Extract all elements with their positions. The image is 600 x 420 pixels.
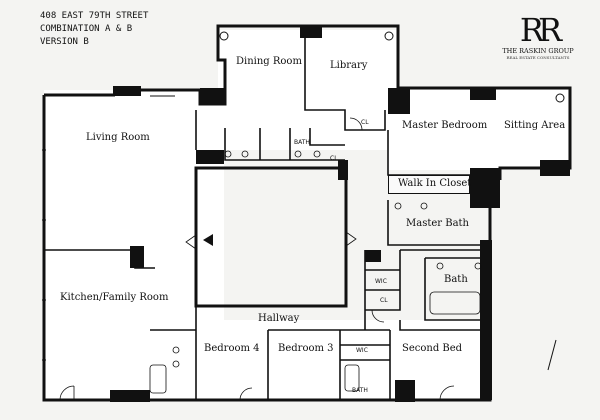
room-master-bath: Master Bath <box>406 218 469 229</box>
room-kitchen-family-room: Kitchen/Family Room <box>60 292 169 303</box>
round-columns <box>219 31 565 103</box>
room-second-bed: Second Bed <box>402 343 463 354</box>
address-text: 408 EAST 79TH STREET <box>40 11 149 21</box>
wall-bedroom3-wic <box>340 344 390 361</box>
column <box>470 88 496 100</box>
column <box>388 88 410 114</box>
round-column <box>384 31 394 41</box>
sink <box>420 202 428 210</box>
wall-wic-west <box>364 250 401 330</box>
plan-header: 408 EAST 79TH STREET COMBINATION A & B V… <box>40 10 148 49</box>
column <box>110 390 150 402</box>
room-hallway: Hallway <box>258 313 300 324</box>
north-arrow-icon <box>547 339 557 371</box>
round-column <box>555 93 565 103</box>
sink <box>394 202 402 210</box>
bathtub <box>429 291 481 315</box>
toilet <box>294 150 302 158</box>
window-marks <box>42 149 46 361</box>
version-text: VERSION B <box>40 37 89 47</box>
column <box>540 160 570 176</box>
column <box>395 380 415 402</box>
north-wing-floor <box>218 30 398 150</box>
combination-text: COMBINATION A & B <box>40 24 133 34</box>
column <box>130 246 144 268</box>
door-swing <box>345 231 357 247</box>
room-living-room: Living Room <box>86 132 150 143</box>
column <box>200 88 226 104</box>
entry-arrow-icon <box>203 234 213 246</box>
room-library: Library <box>330 60 368 71</box>
column <box>338 160 348 180</box>
toilet <box>224 150 232 158</box>
bathtub <box>149 364 167 394</box>
sink <box>172 360 180 368</box>
column <box>196 150 224 164</box>
bathtub <box>344 364 360 392</box>
column <box>113 86 141 96</box>
structural-columns <box>110 26 570 402</box>
sink <box>474 262 482 270</box>
walk-in-closet-box <box>388 175 470 194</box>
interior-walls <box>44 30 490 400</box>
door-swing <box>59 385 75 401</box>
logo-company-name: THE RASKIN GROUP <box>502 47 574 55</box>
room-walk-in-closet: Walk In Closet <box>398 178 472 189</box>
column <box>480 240 492 400</box>
master-wing-floor <box>388 90 568 170</box>
door-swing <box>349 117 363 131</box>
door-swing <box>439 385 455 401</box>
column <box>470 168 500 208</box>
window-marks <box>150 87 560 97</box>
wall-central-baths <box>224 128 345 161</box>
company-logo: RR THE RASKIN GROUP REAL ESTATE CONSULTA… <box>498 14 578 60</box>
room-bedroom-3: Bedroom 3 <box>278 343 334 354</box>
room-sitting-area: Sitting Area <box>504 120 566 131</box>
column <box>365 250 381 262</box>
door-swing <box>185 234 197 250</box>
logo-mark: RR <box>519 11 562 49</box>
wall-bedrooms <box>150 329 390 400</box>
wall-bath-east <box>399 249 490 331</box>
label-closet-library: CL <box>361 119 369 126</box>
door-swings <box>59 117 455 401</box>
south-wing-floor <box>150 320 490 400</box>
sink <box>172 346 180 354</box>
toilet <box>313 150 321 158</box>
toilet <box>241 150 249 158</box>
door-swing <box>371 309 385 323</box>
room-dining-room: Dining Room <box>236 56 302 67</box>
label-closet-hall: CL <box>330 155 338 162</box>
sink <box>436 262 444 270</box>
north-arrow-shaft <box>547 339 557 371</box>
bath-fixtures <box>149 150 482 394</box>
label-bath-bedroom3: BATH <box>352 387 368 394</box>
door-swing <box>239 387 253 401</box>
wall-dining-library <box>304 30 386 131</box>
label-wic-bedroom3: WIC <box>356 347 368 354</box>
label-closet-west: CL <box>380 297 388 304</box>
windows <box>42 87 560 361</box>
round-column <box>219 31 229 41</box>
column <box>300 26 322 38</box>
room-bath: Bath <box>444 274 468 285</box>
label-bath-central: BATH <box>294 139 310 146</box>
room-master-bedroom: Master Bedroom <box>402 120 488 131</box>
logo-tagline: REAL ESTATE CONSULTANTS <box>506 55 570 60</box>
label-wic-west: WIC <box>375 278 387 285</box>
room-bedroom-4: Bedroom 4 <box>204 343 260 354</box>
